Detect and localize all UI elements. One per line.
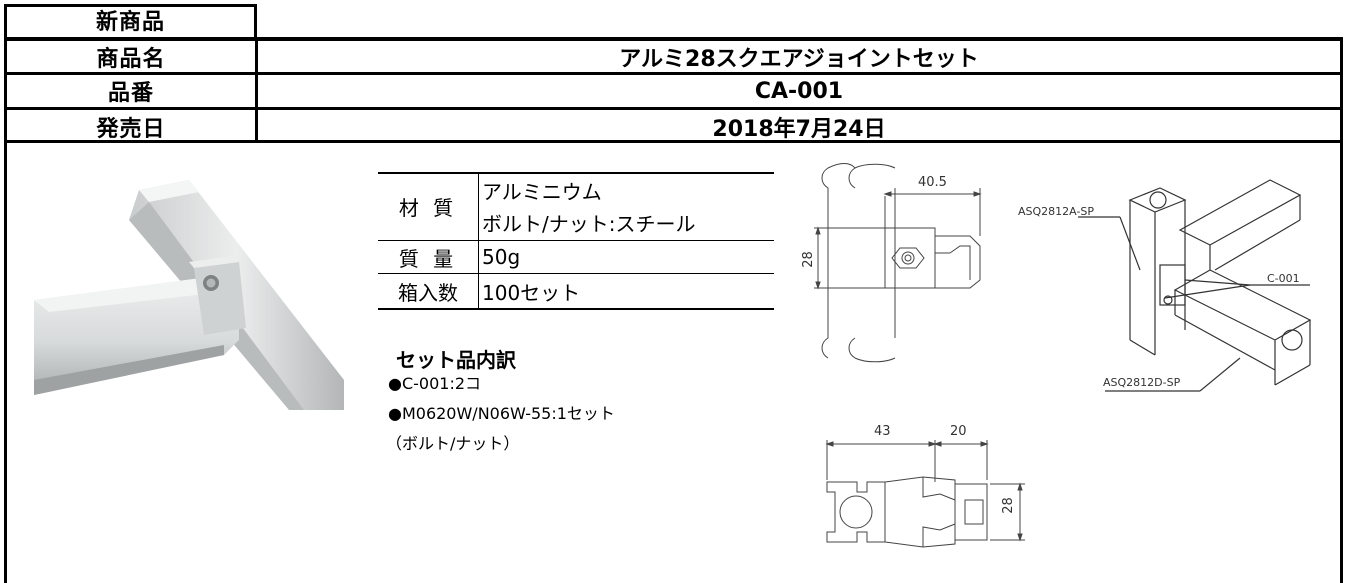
section-view-drawing: [825, 440, 1025, 548]
dim-40-5: 40.5: [918, 175, 947, 190]
product-code: CA-001: [754, 78, 844, 104]
set-contents-item-2: ●M0620W/N06W-55:1セット: [388, 404, 615, 423]
material-label: 材 質: [398, 195, 458, 220]
material-value-1: アルミニウム: [482, 180, 602, 204]
header-table: [4, 37, 1343, 143]
dim-28-bottom: 28: [1000, 497, 1016, 514]
release-date-label: 発売日: [96, 116, 166, 142]
release-date: 2018年7月24日: [712, 116, 886, 142]
product-name-label: 商品名: [96, 46, 166, 72]
front-view-drawing: [814, 163, 982, 363]
label-asq2812a-sp: ASQ2812A-SP: [1018, 205, 1095, 218]
label-c-001: C-001: [1267, 272, 1300, 285]
box-qty-value: 100セット: [482, 280, 581, 305]
product-body-frame: [4, 143, 1343, 583]
isometric-drawing: [1078, 179, 1312, 392]
product-name: アルミ28スクエアジョイントセット: [619, 46, 979, 72]
product-photo: [34, 180, 344, 410]
weight-value: 50g: [482, 245, 521, 269]
set-contents-item-1: ●C-001:2コ: [388, 374, 482, 393]
dim-20: 20: [950, 424, 967, 439]
box-qty-label: 箱入数: [398, 280, 458, 305]
new-product-tag: 新商品: [95, 10, 165, 35]
dim-43: 43: [874, 424, 891, 439]
set-contents-title: セット品内訳: [396, 348, 516, 372]
set-contents-item-3: （ボルト/ナット）: [386, 434, 520, 453]
material-value-2: ボルト/ナット:スチール: [482, 212, 696, 236]
product-code-label: 品番: [107, 81, 154, 106]
weight-label: 質 量: [398, 246, 458, 271]
new-product-tag-box: [4, 4, 257, 37]
label-asq2812d-sp: ASQ2812D-SP: [1103, 376, 1181, 389]
spec-table: 材 質 アルミニウム ボルト/ナット:スチール 質 量 50g 箱入数 100セ…: [378, 172, 774, 310]
dim-28-left: 28: [800, 251, 816, 268]
